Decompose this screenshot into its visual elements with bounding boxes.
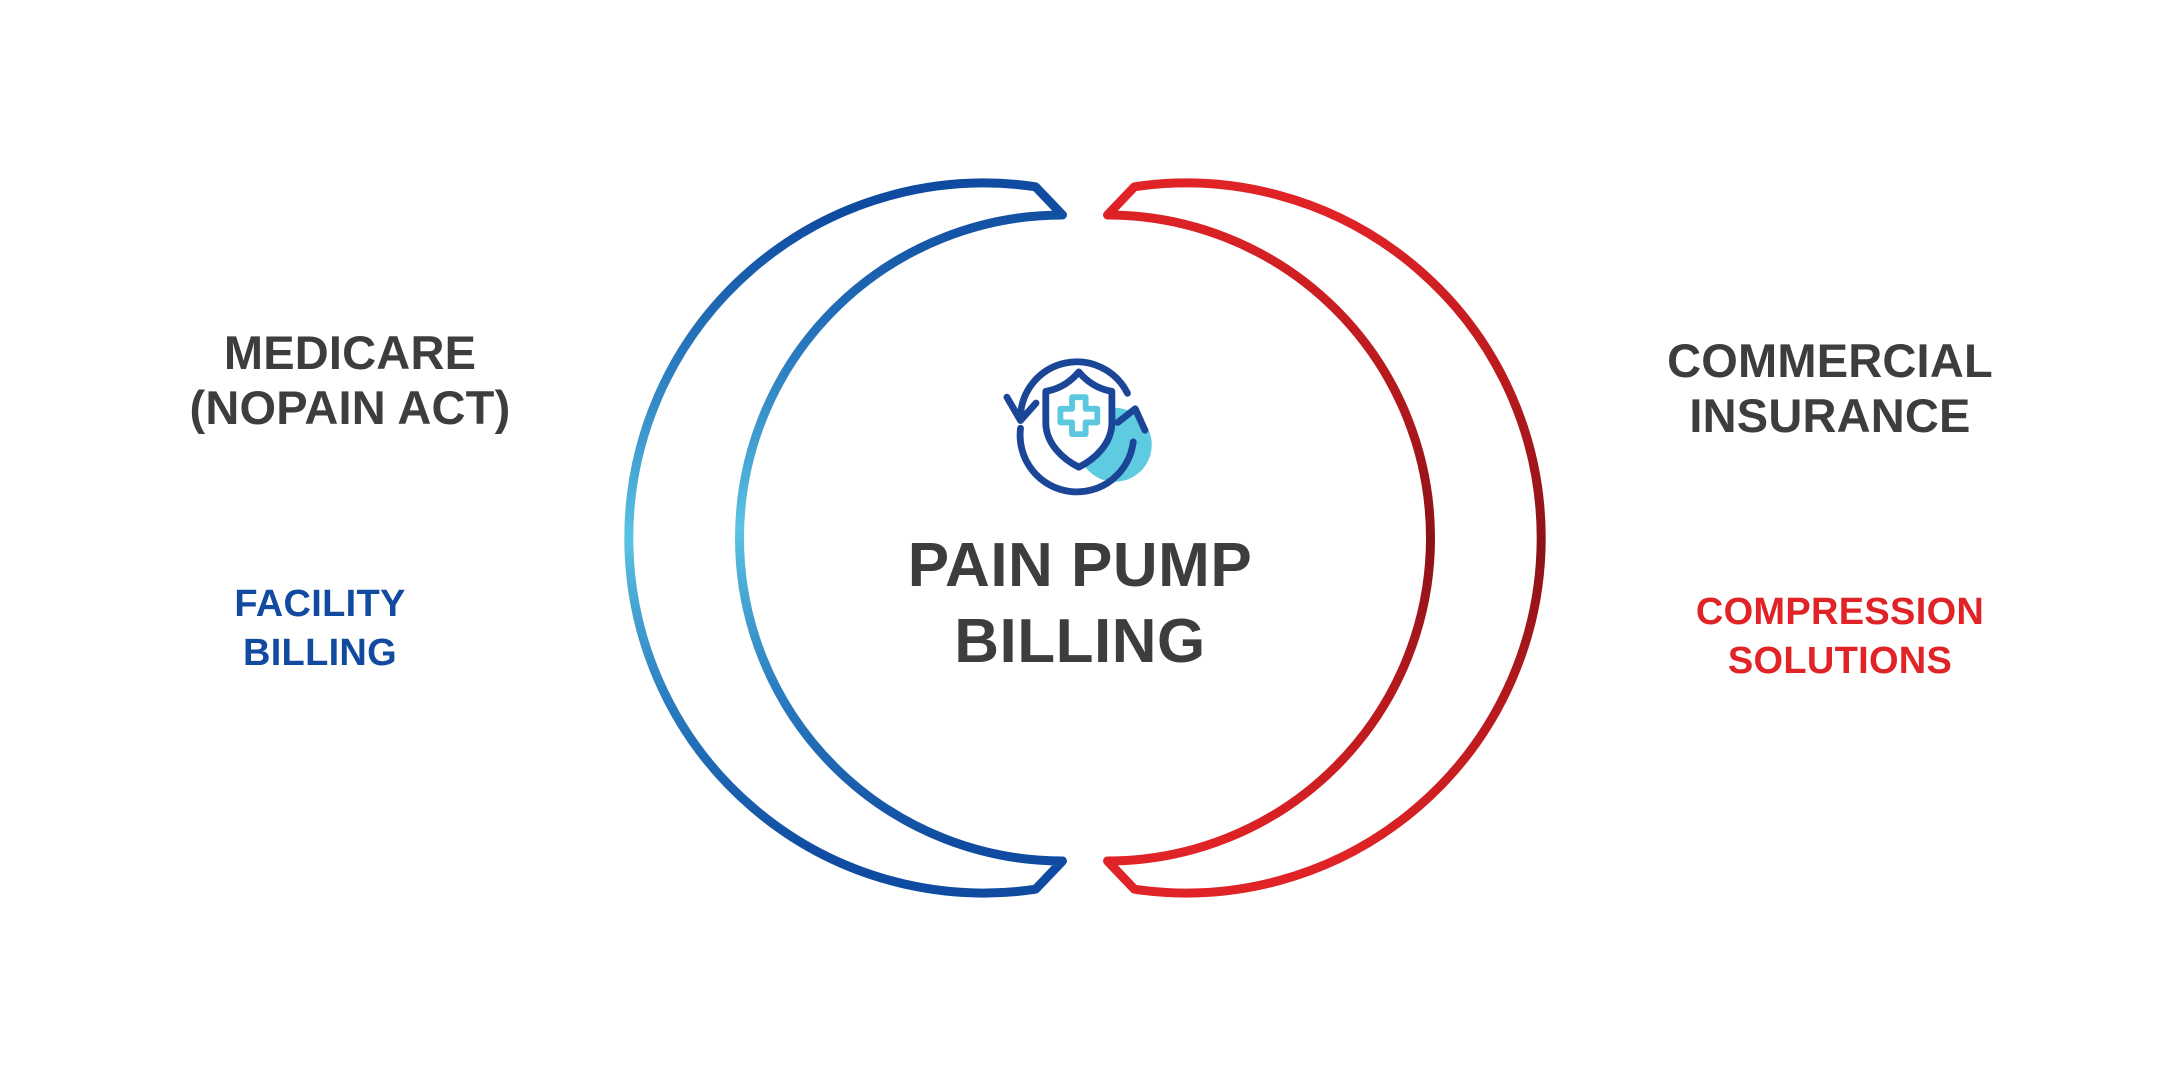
refresh-arc-top-icon — [1017, 358, 1131, 421]
left-branch-arc-band — [624, 178, 1067, 898]
refresh-arrowhead-left-icon — [1003, 393, 1040, 424]
refresh-arrowhead-right-icon — [1114, 405, 1149, 434]
right-branch-subtitle: COMPRESSION SOLUTIONS — [1695, 591, 1985, 683]
medical-cross-icon — [1057, 394, 1101, 438]
left-arc-outline — [624, 178, 1067, 898]
hub-title: PAIN PUMP BILLING — [907, 531, 1253, 676]
right-arc-outline — [1103, 178, 1546, 898]
shield-medical-cross-refresh-icon — [1003, 358, 1152, 496]
right-branch-arc-band — [1103, 178, 1546, 898]
refresh-arc-bottom-icon — [1016, 424, 1137, 496]
shield-icon — [1042, 368, 1116, 471]
left-branch-subtitle: FACILITY BILLING — [234, 583, 406, 675]
right-branch-title: COMMERCIAL INSURANCE — [1667, 334, 1993, 442]
left-branch-title: MEDICARE (NOPAIN ACT) — [189, 326, 511, 434]
hub-icon — [1003, 333, 1178, 508]
